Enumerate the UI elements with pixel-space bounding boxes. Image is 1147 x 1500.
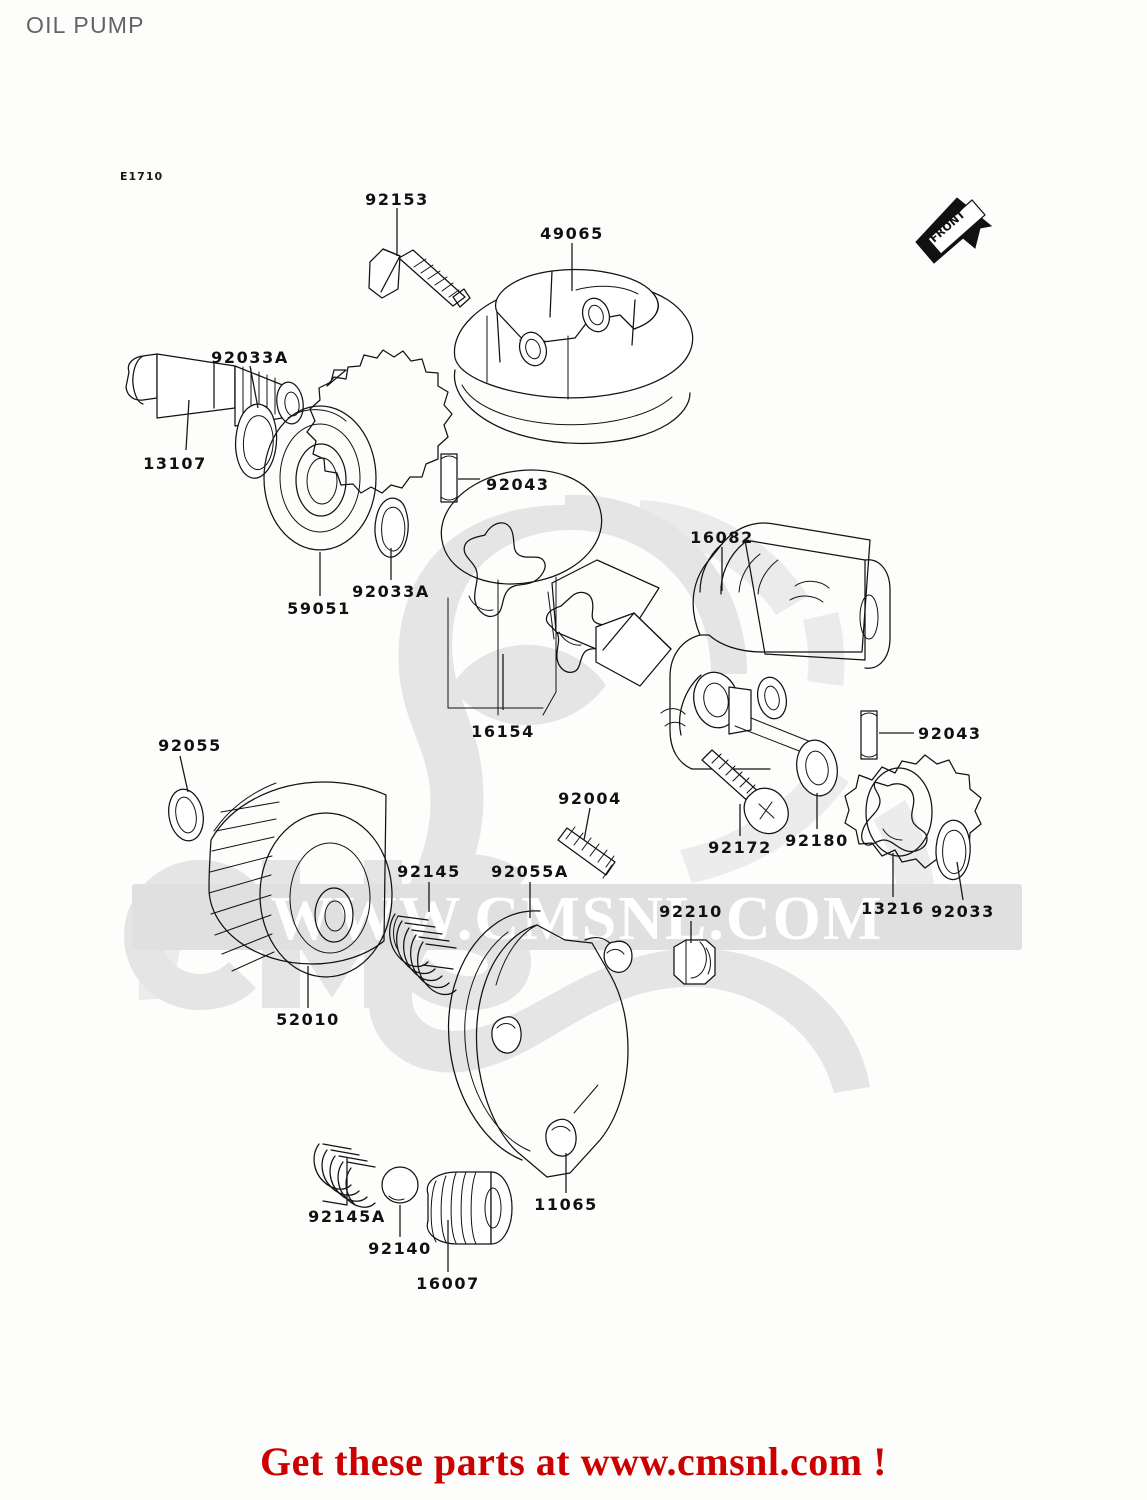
callout-92033: 92033	[931, 902, 995, 921]
callout-text-group: 92153 49065 92033A 13107 59051 92033A 92…	[143, 190, 995, 1293]
part-92172-screw	[701, 749, 789, 835]
part-92140-steel-ball	[381, 1166, 419, 1204]
part-92033A-circlip-lower	[374, 497, 409, 558]
part-92043-pin-upper	[440, 453, 458, 503]
callout-92033A-lower: 92033A	[352, 582, 430, 601]
leader-lines	[179, 208, 964, 1272]
callout-92033A-upper: 92033A	[211, 348, 289, 367]
callout-49065: 49065	[540, 224, 604, 243]
callout-92043-lower: 92043	[918, 724, 982, 743]
callout-92180: 92180	[785, 831, 849, 850]
part-92145-spring	[389, 913, 457, 996]
callout-92210: 92210	[659, 902, 723, 921]
callout-59051: 59051	[287, 599, 351, 618]
part-16007-relief-valve	[426, 1171, 513, 1245]
callout-92145: 92145	[397, 862, 461, 881]
part-92043-pin-lower	[860, 710, 878, 760]
callout-92153: 92153	[365, 190, 429, 209]
diagram-code: E1710	[120, 170, 164, 183]
part-92210-nut	[673, 939, 716, 985]
part-92153-bolt	[368, 248, 471, 308]
callout-52010: 52010	[276, 1010, 340, 1029]
part-92055A-o-ring-cover	[447, 910, 541, 1161]
footer-cta-text: Get these parts at www.cmsnl.com !	[260, 1439, 887, 1484]
front-arrow-marker: FRONT	[915, 197, 993, 264]
callout-13107: 13107	[143, 454, 207, 473]
part-49065-filter-cover	[453, 269, 694, 445]
callout-11065: 11065	[534, 1195, 598, 1214]
callout-16154: 16154	[471, 722, 535, 741]
part-59051-driven-gear	[263, 349, 453, 551]
part-92055-o-ring	[168, 788, 204, 842]
part-52010-oil-filter	[208, 781, 393, 978]
callout-13216: 13216	[861, 899, 925, 918]
callout-92172: 92172	[708, 838, 772, 857]
part-11065-pump-cover	[475, 924, 633, 1178]
page-title: OIL PUMP	[26, 12, 145, 38]
part-92004-stud-bolt	[557, 826, 616, 879]
callout-92055A: 92055A	[491, 862, 569, 881]
callout-16082: 16082	[690, 528, 754, 547]
part-16082-pump-body	[660, 522, 891, 770]
callout-92140: 92140	[368, 1239, 432, 1258]
part-92180-shim	[796, 739, 838, 797]
callout-92145A: 92145A	[308, 1207, 386, 1226]
callout-92043-upper: 92043	[486, 475, 550, 494]
callout-92004: 92004	[558, 789, 622, 808]
callout-16007: 16007	[416, 1274, 480, 1293]
callout-92055: 92055	[158, 736, 222, 755]
part-16154-rotor-set	[440, 469, 672, 716]
watermark-url-band	[132, 884, 1022, 950]
